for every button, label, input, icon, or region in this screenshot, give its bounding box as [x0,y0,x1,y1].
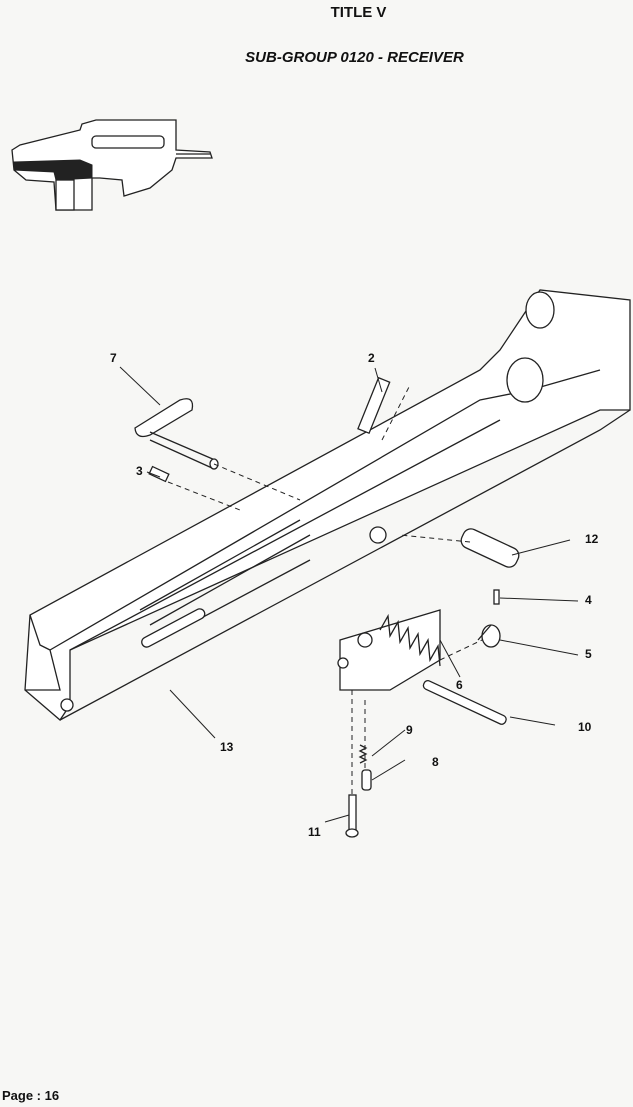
part-10-pin [422,680,507,725]
part-11-screw [345,794,359,838]
leader-lines [119,366,579,823]
callout-10: 10 [578,720,592,734]
callout-3: 3 [136,464,143,478]
part-6-spring [379,613,441,667]
callout-11: 11 [308,825,321,839]
part-9-spring [358,744,368,764]
section-title: SUB-GROUP 0120 - RECEIVER [245,49,464,66]
receiver-body [24,289,631,721]
callout-9: 9 [406,723,413,737]
callout-13: 13 [220,740,234,754]
document-title: TITLE V [330,4,387,21]
part-12-plunger [460,528,520,568]
callout-12: 12 [585,532,599,546]
callout-5: 5 [585,647,592,661]
rifle-thumbnail [11,119,213,211]
callout-8: 8 [432,755,439,769]
callout-4: 4 [585,593,592,607]
part-3-screw [148,465,170,483]
part-5-bushing [477,624,501,648]
callout-6: 6 [456,678,463,692]
assembly-lines [167,384,483,795]
page-number: Page : 16 [2,1088,60,1103]
callout-7: 7 [110,351,117,365]
part-7-pin [134,398,219,470]
part-8-plunger [361,769,372,791]
callout-2: 2 [368,351,375,365]
part-4-pin [493,589,500,605]
